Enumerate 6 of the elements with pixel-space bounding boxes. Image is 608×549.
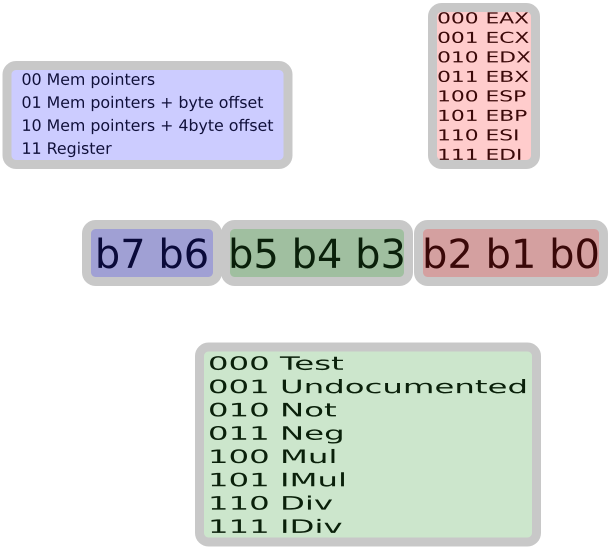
list-box: 000 Test 001 Undocumented 010 Not 011 Neg 100 Mul 101 IMul 110 Div 111 IDiv — [195, 342, 541, 546]
bit-field-box: b5 b4 b3 — [221, 220, 413, 286]
list-box: 00 Mem pointers 01 Mem pointers + byte offset 10 Mem pointers + 4byte offset 11 Register — [2, 61, 292, 169]
bit-field-box: b2 b1 b0 — [414, 220, 608, 286]
list-box: 000 EAX 001 ECX 010 EDX 011 EBX 100 ESP 101 EBP 110 ESI 111 EDI — [428, 3, 540, 169]
bit-field-box: b7 b6 — [82, 220, 222, 286]
